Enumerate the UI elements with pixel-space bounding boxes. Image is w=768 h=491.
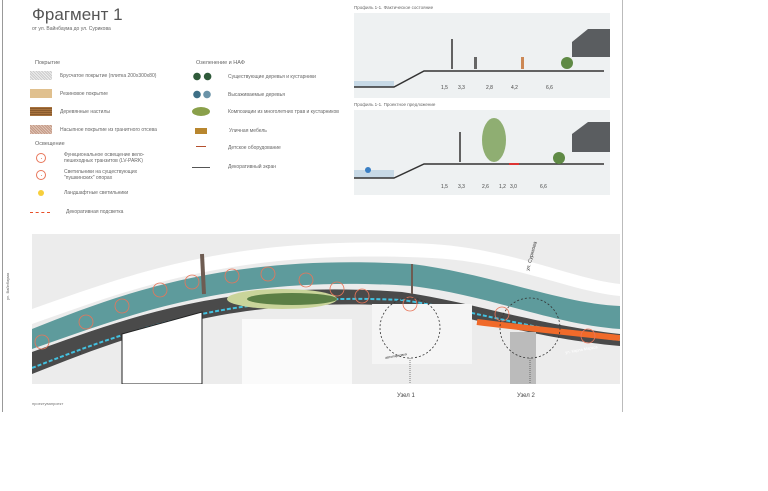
street-label-left: ул. Вайнбаума [5,272,10,300]
legend-item: Декоративная подсветка [30,209,123,215]
page-subtitle: от ул. Вайнбаума до ул. Сурикова [32,26,111,32]
profile-dims: 1,5 3,3 2,6 1,2 3,0 6,6 [441,184,581,190]
legend-item: Деревянные настилы [30,107,157,116]
node-1-circle [379,297,441,359]
street-furniture-icon [195,128,207,134]
legend-label: Высаживаемые деревья [228,91,285,98]
sky [354,110,610,195]
ground-line [354,70,604,88]
legend-label: Брусчатое покрытие (плитка 200х300х80) [60,72,157,79]
profile-dims: 1,5 3,3 2,8 4,2 6,6 [441,85,581,91]
legend-label: Ландшафтные светильники [64,190,129,196]
dimension: 2,6 [482,184,489,190]
house-icon [572,122,610,152]
node-2-label: Узел 2 [517,393,535,399]
dimension: 1,2 [499,184,506,190]
legend-item: Детское оборудование [196,145,281,151]
dimension: 2,8 [486,85,493,91]
rubber-strip [509,163,519,165]
granite-swatch [30,125,52,134]
light-markers [34,266,596,350]
lv-park-light-icon [36,153,46,163]
legend-item: Ландшафтные светильники [38,190,128,196]
legend-label: Декоративная подсветка [66,209,124,215]
legend-item: Композиции из многолетних трав и кустарн… [192,107,342,116]
bush-icon [553,152,565,164]
rubber-swatch [30,89,52,98]
tree-icon [482,118,506,162]
legend-label: Насыпное покрытие из гранитного отсева [60,126,157,133]
sky [354,13,610,98]
legend-label: Существующие деревья и кустарники [228,73,316,80]
section-mark: 1 [79,350,82,355]
bush-icon [561,57,573,69]
site-plan-map [32,234,620,384]
legend-item: Светильники на существующих "пушкинских"… [36,169,196,181]
footer-text: проектувапроект [32,401,64,406]
playground-icon [196,145,206,151]
building-block [242,319,352,384]
dimension: 6,6 [546,85,553,91]
legend-label: Декоративный экран [228,164,276,170]
legend-heading-lighting: Освещение [35,141,65,147]
sheet-border [2,0,623,412]
water [354,81,394,87]
dimension: 6,6 [540,184,547,190]
existing-trees-icon [192,72,212,81]
profile-label: Профиль 1-1. Проектное предложение [354,102,436,107]
legend-item: Высаживаемые деревья [192,90,285,99]
decorative-lighting-strip [476,319,620,341]
road-north [32,242,620,324]
park-trees [247,293,337,305]
river [32,262,620,349]
legend-label: Композиции из многолетних трав и кустарн… [228,108,339,115]
legend-item: Существующие деревья и кустарники [192,72,316,81]
legend-heading-green: Озеленение и НАФ [196,60,245,66]
legend-label: Светильники на существующих "пушкинских"… [64,169,138,181]
person-icon [474,57,477,69]
promenade [32,289,620,374]
dimension: 3,0 [510,184,517,190]
profile-existing [354,13,610,98]
pushkin-light-icon [36,170,46,180]
node-1-label: Узел 1 [397,393,415,399]
dimension: 3,3 [458,184,465,190]
legend-item: Насыпное покрытие из гранитного отсева [30,125,157,134]
dimension: 1,5 [441,85,448,91]
profile-proposed [354,110,610,195]
dimension: 1,5 [441,184,448,190]
dimension: 3,3 [458,85,465,91]
node-2-circle [499,297,561,359]
legend-label: Уличная мебель [229,128,267,134]
decorative-light-icon [30,211,50,213]
planted-trees-icon [192,90,212,99]
person-icon [521,57,524,69]
legend-label: Деревянные настилы [60,108,110,115]
house-icon [572,29,610,57]
wood-swatch [30,107,52,116]
dimension: 4,2 [511,85,518,91]
legend-item: Брусчатое покрытие (плитка 200х300х80) [30,71,157,80]
water [354,170,394,178]
parking-area [372,304,472,364]
legend-surface: Брусчатое покрытие (плитка 200х300х80) Р… [30,71,157,134]
legend-label: Функциональное освещение вело-пешеходных… [64,152,145,164]
page-title: Фрагмент 1 [32,5,123,24]
kayaker-icon [365,167,371,173]
screen-line-icon [192,166,210,168]
profile-label: Профиль 1-1. Фактическое состояние [354,5,434,10]
legend-item: Резиновое покрытие [30,89,157,98]
paving-swatch [30,71,52,80]
legend-item: Функциональное освещение вело-пешеходных… [36,152,196,164]
legend-heading-surface: Покрытие [35,60,61,66]
legend-label: Детское оборудование [228,145,281,151]
building-block [121,311,203,384]
landscape-light-icon [38,190,44,196]
legend-item: Уличная мебель [195,128,267,134]
pier [200,253,206,295]
perennials-icon [192,107,210,116]
legend-item: Декоративный экран [192,164,276,170]
legend-label: Резиновое покрытие [60,90,108,97]
